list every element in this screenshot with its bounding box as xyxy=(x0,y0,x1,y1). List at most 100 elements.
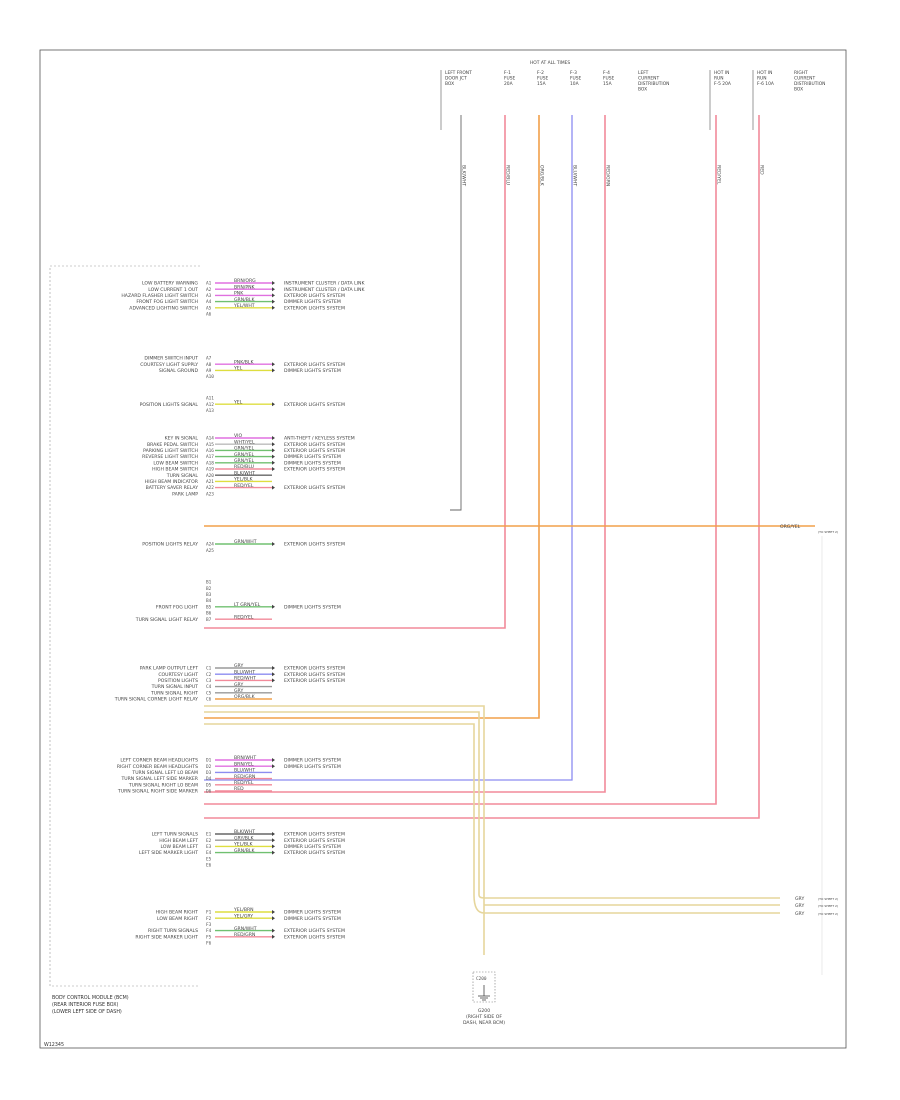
right-ext-0: (TO SHEET 2) xyxy=(818,530,838,534)
pin-label-0-4: ADVANCED LIGHTING SWITCH xyxy=(129,305,198,311)
pin-arrow-6-1 xyxy=(272,672,275,677)
top-wire-label-5: RED/YEL xyxy=(716,165,722,185)
pin-number-3-2: A16 xyxy=(206,448,214,454)
pin-label-0-3: FRONT FOG LIGHT SWITCH xyxy=(136,299,198,305)
pin-dest-3-8: EXTERIOR LIGHTS SYSTEM xyxy=(284,485,345,491)
pin-label-1-0: DIMMER SWITCH INPUT xyxy=(144,356,198,362)
pin-dest-3-2: EXTERIOR LIGHTS SYSTEM xyxy=(284,448,345,454)
pin-arrow-8-2 xyxy=(272,844,275,849)
pin-number-1-0: A7 xyxy=(206,356,212,362)
pin-arrow-8-1 xyxy=(272,838,275,843)
diagram-frame xyxy=(39,49,847,1049)
pin-number-7-3: D4 xyxy=(206,776,212,782)
fuse-label-3-2: 10A xyxy=(570,81,579,87)
pin-label-0-2: HAZARD FLASHER LIGHT SWITCH xyxy=(121,293,198,299)
pin-number-1-2: A9 xyxy=(206,368,212,374)
pin-arrow-6-0 xyxy=(272,666,275,670)
pin-number-6-5: C6 xyxy=(206,697,212,703)
pin-number-8-3: E4 xyxy=(206,850,212,856)
pin-wire-color-5-6: RED/YEL xyxy=(234,614,254,620)
pin-label-5-6: TURN SIGNAL LIGHT RELAY xyxy=(135,617,198,623)
pin-wire-color-0-0: BRN/ORG xyxy=(234,278,256,284)
right-ext-3: (TO SHEET 2) xyxy=(818,912,838,916)
pin-wire-color-3-1: WHT/YEL xyxy=(234,439,255,445)
ground-caption-1: (RIGHT SIDE OF xyxy=(466,1014,502,1020)
pin-dest-0-3: DIMMER LIGHTS SYSTEM xyxy=(284,299,341,305)
pin-wire-color-3-0: VIO xyxy=(234,433,242,439)
pin-wire-color-9-0: YEL/BRN xyxy=(233,907,254,913)
top-wire-label-0: BLK/WHT xyxy=(461,165,467,186)
pin-label-8-0: LEFT TURN SIGNALS xyxy=(152,832,199,838)
pin-number-6-4: C5 xyxy=(206,690,212,696)
pin-arrow-0-1 xyxy=(272,287,275,292)
wire-red xyxy=(204,115,760,819)
pin-label-7-3: TURN SIGNAL LEFT SIDE MARKER xyxy=(120,776,198,782)
pin-dest-0-2: EXTERIOR LIGHTS SYSTEM xyxy=(284,293,345,299)
pin-arrow-3-0 xyxy=(272,436,275,440)
pin-wire-color-3-4: GRN/YEL xyxy=(234,458,254,464)
pin-number-3-5: A19 xyxy=(206,467,214,473)
pin-number-8-1: E2 xyxy=(206,838,212,844)
pin-wire-color-6-3: GRY xyxy=(234,682,243,688)
pin-arrow-3-4 xyxy=(272,460,275,465)
pin-number-0-3: A4 xyxy=(206,299,212,305)
ground-connector-box xyxy=(472,971,496,1003)
pin-arrow-9-3 xyxy=(272,928,275,933)
pin-dest-8-3: EXTERIOR LIGHTS SYSTEM xyxy=(284,850,345,856)
pin-arrow-0-3 xyxy=(272,299,275,304)
wire-gry-bundle xyxy=(204,705,485,895)
pin-arrow-4-0 xyxy=(272,542,275,546)
pin-dest-7-0: DIMMER LIGHTS SYSTEM xyxy=(284,758,341,764)
pin-number-2-0: A11 xyxy=(206,396,214,402)
pin-arrow-1-2 xyxy=(272,368,275,373)
pin-label-3-4: LOW BEAM SWITCH xyxy=(153,460,198,466)
fuse-label-6-0: HOT IN xyxy=(714,70,729,76)
pin-number-1-1: A8 xyxy=(206,362,212,368)
pin-dest-3-4: DIMMER LIGHTS SYSTEM xyxy=(284,460,341,466)
pin-label-3-8: BATTERY SAVER RELAY xyxy=(146,485,199,491)
wire-red-grn xyxy=(204,115,606,793)
pin-number-6-1: C2 xyxy=(206,672,212,678)
pin-dest-8-2: DIMMER LIGHTS SYSTEM xyxy=(284,844,341,850)
pin-wire-color-0-1: BRN/PNK xyxy=(234,284,256,290)
pin-wire-color-5-4: LT GRN/YEL xyxy=(234,602,261,608)
pin-number-0-5: A6 xyxy=(206,312,212,318)
fuse-label-3-1: FUSE xyxy=(570,76,582,82)
pin-wire-color-8-3: GRN/BLK xyxy=(234,848,255,854)
fuse-label-5-3: BOX xyxy=(638,87,647,93)
fuse-label-2-2: 15A xyxy=(537,81,546,87)
right-wire-tags: ORG/YEL GRY GRY GRY (TO SHEET 2) (TO SHE… xyxy=(780,524,838,917)
pin-label-9-3: RIGHT TURN SIGNALS xyxy=(148,928,198,934)
pin-dest-6-0: EXTERIOR LIGHTS SYSTEM xyxy=(284,666,345,672)
bcm-caption-1: (REAR INTERIOR FUSE BOX) xyxy=(52,1002,119,1008)
pin-arrow-6-2 xyxy=(272,678,275,683)
fuse-label-8-2: DISTRIBUTION xyxy=(794,81,825,87)
pin-number-8-4: E5 xyxy=(206,856,212,862)
fuse-label-5-0: LEFT xyxy=(638,70,649,76)
pin-number-9-1: F2 xyxy=(206,916,212,922)
pin-dest-5-4: DIMMER LIGHTS SYSTEM xyxy=(284,604,341,610)
fuse-label-1-0: F-1 xyxy=(504,70,511,76)
pin-number-3-0: A14 xyxy=(206,436,214,442)
pin-wire-color-7-1: BRN/YEL xyxy=(234,761,254,767)
ground-connector-id: C200 xyxy=(476,976,487,982)
pin-dest-8-0: EXTERIOR LIGHTS SYSTEM xyxy=(284,832,345,838)
pin-arrow-7-0 xyxy=(272,758,275,762)
pin-number-2-1: A12 xyxy=(206,402,214,408)
top-wire-label-2: ORG/BLK xyxy=(539,165,545,187)
pin-wire-color-1-2: YEL xyxy=(233,366,243,372)
pin-label-3-9: PARK LAMP xyxy=(172,491,198,497)
pin-arrow-0-4 xyxy=(272,305,275,310)
fuse-label-3-0: F-3 xyxy=(570,70,577,76)
ground-caption-0: G200 xyxy=(478,1008,490,1014)
pin-arrow-1-1 xyxy=(272,362,275,367)
fuse-label-7-2: F-6 10A xyxy=(757,81,774,87)
pin-wire-color-7-2: BLU/WHT xyxy=(234,768,255,774)
pin-label-6-5: TURN SIGNAL CORNER LIGHT RELAY xyxy=(114,697,198,703)
pin-wire-color-3-8: RED/YEL xyxy=(234,483,254,489)
pin-wire-color-0-3: GRN/BLK xyxy=(234,297,255,303)
pin-label-7-5: TURN SIGNAL RIGHT SIDE MARKER xyxy=(117,789,199,795)
pin-number-5-1: B2 xyxy=(206,586,212,592)
fuse-label-0-1: DOOR JCT xyxy=(445,76,467,82)
